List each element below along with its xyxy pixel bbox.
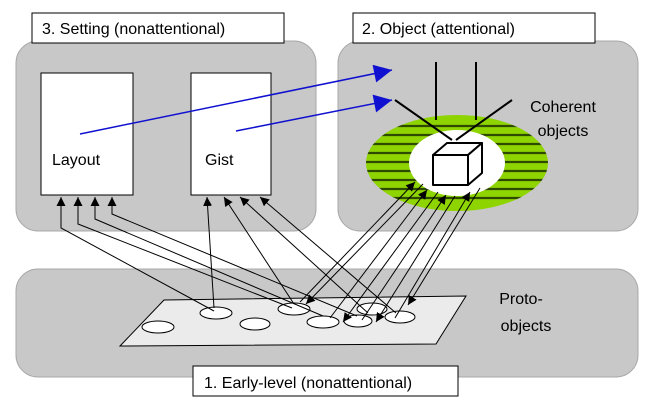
object-to-proto-arrow bbox=[305, 183, 424, 305]
proto-to-object-arrow bbox=[329, 189, 428, 319]
coherent-objects-label-line1: Coherent bbox=[530, 99, 596, 116]
proto-object bbox=[199, 306, 233, 320]
proto-object bbox=[239, 317, 271, 331]
setting-title: 3. Setting (nonattentional) bbox=[42, 21, 225, 38]
early-level-title-box bbox=[192, 365, 459, 397]
proto-to-layout-arrow bbox=[107, 197, 358, 317]
proto-object bbox=[306, 315, 340, 329]
proto-objects-label-line2: objects bbox=[501, 318, 552, 335]
early-level-title: 1. Early-level (nonattentional) bbox=[204, 375, 412, 392]
gist-label: Gist bbox=[205, 152, 234, 169]
connection-arrows bbox=[56, 181, 481, 323]
proto-to-object-arrow bbox=[361, 194, 447, 321]
cube-icon bbox=[432, 142, 483, 186]
proto-to-layout-arrow bbox=[73, 197, 293, 309]
proto-objects bbox=[141, 302, 416, 334]
layout-label: Layout bbox=[52, 152, 101, 169]
proto-to-gist-arrow bbox=[239, 196, 369, 314]
proto-to-layout-arrow bbox=[90, 197, 324, 317]
proto-objects-label-line1: Proto- bbox=[499, 291, 543, 308]
object-to-proto-arrow bbox=[342, 191, 439, 323]
proto-object bbox=[384, 310, 416, 324]
layout-box bbox=[40, 72, 134, 196]
proto-to-object-arrow bbox=[394, 191, 471, 319]
proto-to-gist-arrow bbox=[259, 196, 397, 314]
proto-to-gist-arrow bbox=[223, 196, 295, 305]
proto-object bbox=[343, 314, 373, 328]
proto-to-gist-arrow bbox=[203, 196, 215, 309]
layout-to-object-arrow bbox=[79, 64, 393, 135]
proto-object bbox=[141, 320, 175, 334]
object-title-box bbox=[352, 12, 596, 44]
gist-box bbox=[190, 72, 272, 196]
object-to-proto-arrow bbox=[375, 195, 456, 323]
proto-to-object-arrow bbox=[299, 181, 416, 303]
coherent-objects-label-line2: objects bbox=[538, 123, 589, 140]
object-title: 2. Object (attentional) bbox=[362, 21, 515, 38]
setting-title-box bbox=[31, 12, 285, 44]
object-to-proto-arrow bbox=[407, 187, 481, 306]
proto-to-layout-arrow bbox=[56, 197, 215, 312]
gist-to-object-arrow bbox=[235, 94, 393, 132]
attention-funnel bbox=[394, 62, 513, 141]
